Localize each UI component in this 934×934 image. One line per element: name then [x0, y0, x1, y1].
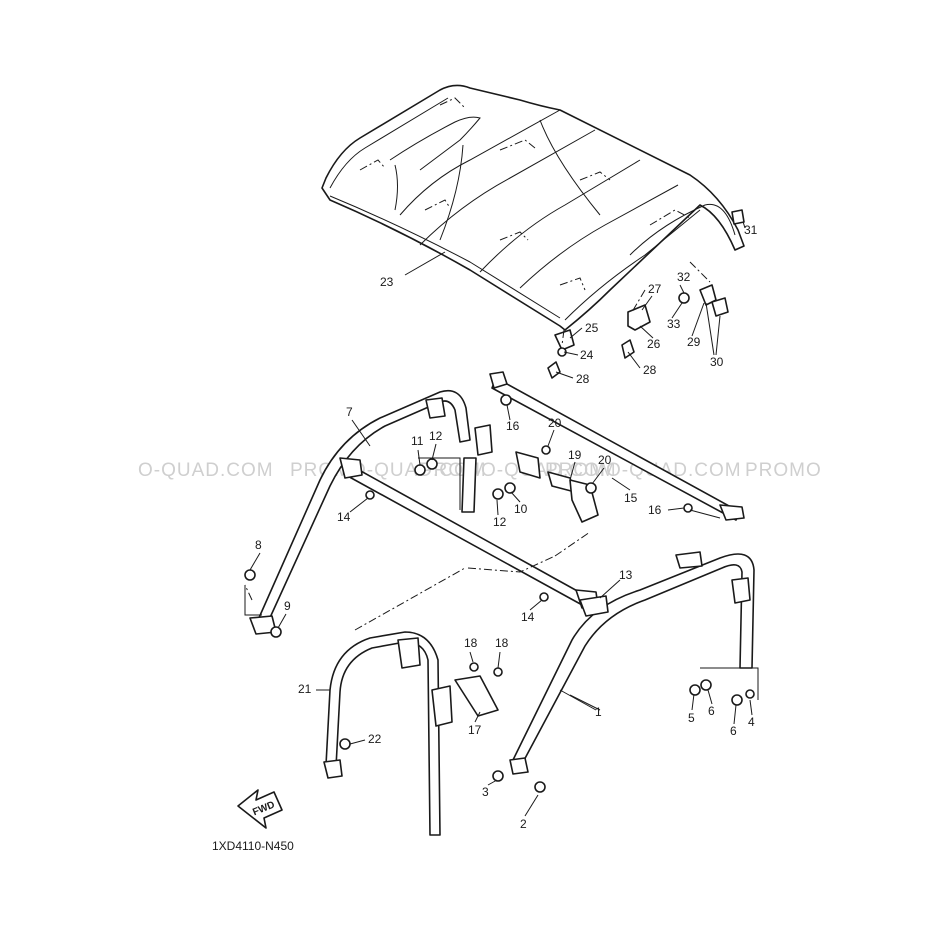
callout-number: 32	[677, 270, 691, 284]
callout-number: 16	[648, 503, 662, 517]
callout-number: 18	[495, 636, 509, 650]
callout-number: 6	[708, 704, 715, 718]
leader-lines	[249, 284, 753, 817]
callout-number: 19	[568, 448, 582, 462]
callout-number: 27	[648, 282, 662, 296]
callout-number: 11	[411, 434, 424, 448]
callout-number: 28	[643, 363, 657, 377]
roof-panel	[321, 84, 746, 331]
callout-number: 4	[748, 715, 755, 729]
callout-number: 15	[624, 491, 638, 505]
callout-number: 33	[667, 317, 681, 331]
callout-number: 21	[298, 682, 312, 696]
watermark: PROMO-QUAD.COM	[545, 460, 742, 481]
callout-number: 10	[514, 502, 528, 516]
callout-number: 28	[576, 372, 590, 386]
watermark: PROMO	[745, 460, 822, 481]
callout-number: 14	[337, 510, 351, 524]
callout-number: 8	[255, 538, 262, 552]
callout-number: 16	[506, 419, 520, 433]
callout-number: 14	[521, 610, 535, 624]
callout-number: 29	[687, 335, 701, 349]
callout-number: 22	[368, 732, 382, 746]
side-upper-bar	[244, 389, 599, 638]
callout-number: 30	[710, 355, 724, 369]
callout-number: 20	[598, 453, 612, 467]
watermark: O-QUAD.COM	[138, 460, 274, 481]
callout-number: 1	[595, 705, 602, 719]
rear-upper-bar	[461, 371, 745, 523]
callout-number: 17	[468, 723, 482, 737]
callout-number: 12	[493, 515, 507, 529]
callout-number: 3	[482, 785, 489, 799]
callout-number: 31	[744, 223, 758, 237]
callout-number: 24	[580, 348, 594, 362]
assembly-lines	[244, 457, 759, 700]
callout-number: 26	[647, 337, 661, 351]
callout-labels: 1 2 3 4 5 6 6 7 8 9 10 11 12 12 13 14 14…	[255, 223, 758, 831]
callout-number: 12	[429, 429, 443, 443]
watermark-row: O-QUAD.COM PROMO-QUAD.COM PROMO-QUAD.COM…	[138, 460, 822, 481]
callout-number: 7	[346, 405, 353, 419]
callout-number: 18	[464, 636, 478, 650]
diagram-code: 1XD4110-N450	[212, 839, 294, 853]
callout-number: 23	[380, 275, 394, 289]
callout-number: 20	[548, 416, 562, 430]
callout-number: 2	[520, 817, 527, 831]
callout-number: 25	[585, 321, 599, 335]
front-rops-frame	[323, 567, 503, 836]
roof-hardware	[547, 209, 745, 379]
callout-number: 9	[284, 599, 291, 613]
callout-number: 13	[619, 568, 633, 582]
callout-number: 6	[730, 724, 737, 738]
callout-number: 5	[688, 711, 695, 725]
rear-rops-frame	[492, 551, 755, 793]
fwd-arrow-icon: FWD	[237, 789, 283, 829]
